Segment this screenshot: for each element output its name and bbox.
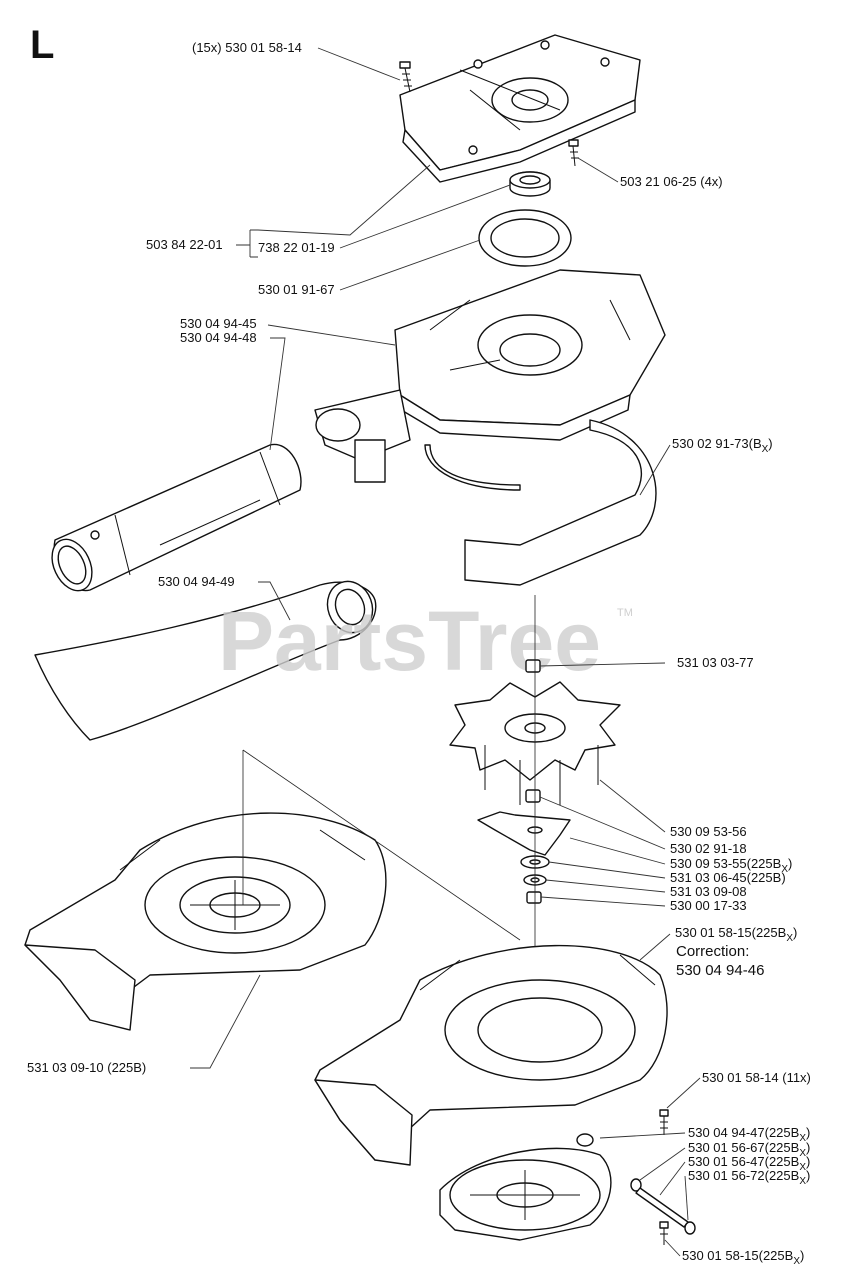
screw-4x-icon [568,139,579,167]
label-left-housing: 531 03 09-10 (225B) [27,1060,146,1075]
label-housing-b: 530 04 94-48 [180,330,257,345]
label-screw-bottom: 530 01 58-15(225BX) [682,1248,804,1267]
label-screen: 530 02 91-73(BX) [672,436,773,455]
top-cover-plate [399,34,641,183]
seal-ring-part [478,209,572,267]
label-kit: 503 84 22-01 [146,237,223,252]
spacer-part [525,659,541,673]
label-pin1: 530 01 56-67(225BX) [688,1140,810,1159]
nozzle-part [34,580,377,741]
label-nut: 530 00 17-33 [670,898,747,913]
correction-value: 530 04 94-46 [676,962,764,979]
label-pin3: 530 01 56-72(225BX) [688,1168,810,1187]
label-lower-housing: 530 01 58-15(225BX) [675,925,797,944]
screen-part [424,419,657,586]
bottom-cover-part [439,1133,612,1241]
leader-lines [190,47,701,1257]
label-blade: 530 02 91-18 [670,841,747,856]
pin-parts [630,1178,696,1245]
upper-fan-housing [314,269,666,483]
label-housing-a: 530 04 94-45 [180,316,257,331]
label-washer2: 531 03 06-45(225B) [670,870,786,885]
left-lower-housing [24,812,387,1031]
label-screw-4x: 503 21 06-25 (4x) [620,174,723,189]
screw-15x-icon [399,61,412,93]
label-spacer: 531 03 03-77 [677,655,754,670]
watermark-tm: TM [617,607,633,619]
label-cover: 530 04 94-47(225BX) [688,1125,810,1144]
label-washer1: 530 09 53-55(225BX) [670,856,792,875]
label-nozzle: 530 04 94-49 [158,574,235,589]
label-washer3: 531 03 09-08 [670,884,747,899]
label-seal: 530 01 91-67 [258,282,335,297]
section-letter: L [30,23,54,67]
blower-tube-part [51,443,302,592]
screw-11x-icon [659,1109,669,1135]
nut-lower-part [526,891,542,904]
label-screw-11x: 530 01 58-14 (11x) [702,1070,811,1085]
blade-part [477,811,571,856]
label-screw-15x: (15x) 530 01 58-14 [192,40,302,55]
correction-title: Correction: [676,943,749,960]
bearing-part [509,171,551,197]
right-lower-housing [314,944,668,1166]
label-fan: 530 09 53-56 [670,824,747,839]
nut-upper-part [525,789,541,803]
label-bearing: 738 22 01-19 [258,240,335,255]
watermark: PartsTree [218,594,601,688]
label-pin2: 530 01 56-47(225BX) [688,1154,810,1173]
